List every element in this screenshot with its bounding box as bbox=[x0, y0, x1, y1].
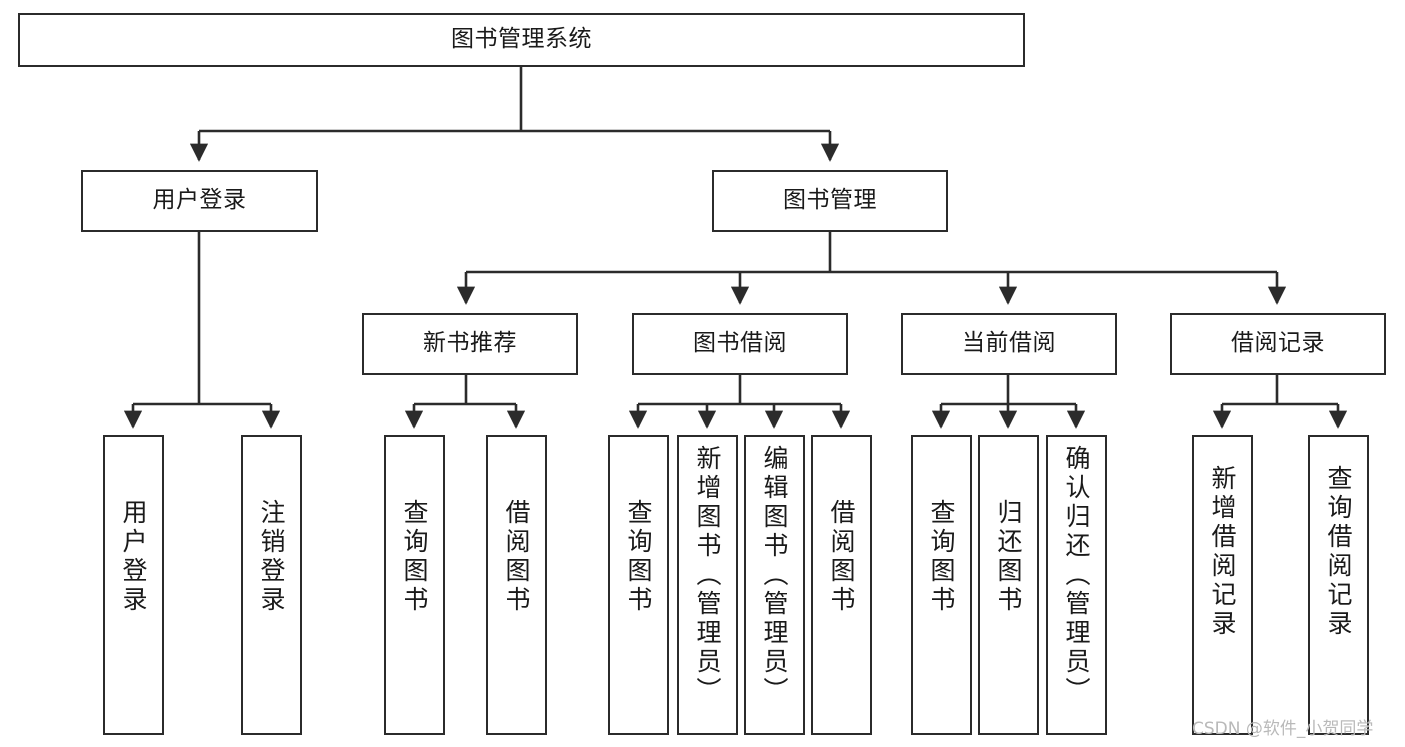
leaf-user-login-label: 用户登录 bbox=[119, 499, 148, 615]
node-root[interactable]: 图书管理系统 bbox=[18, 13, 1025, 67]
leaf-borrow-book-2-label: 借阅图书 bbox=[827, 499, 856, 615]
leaf-borrow-book-1[interactable]: 借阅图书 bbox=[486, 435, 547, 735]
node-book-management-label: 图书管理 bbox=[783, 187, 877, 214]
leaf-user-login[interactable]: 用户登录 bbox=[103, 435, 164, 735]
leaf-query-borrow-record-label: 查询借阅记录 bbox=[1324, 465, 1353, 639]
leaf-query-book-1[interactable]: 查询图书 bbox=[384, 435, 445, 735]
leaf-logout[interactable]: 注销登录 bbox=[241, 435, 302, 735]
leaf-confirm-return-admin[interactable]: 确认归还（管理员） bbox=[1046, 435, 1107, 735]
leaf-add-borrow-record[interactable]: 新增借阅记录 bbox=[1192, 435, 1253, 735]
node-borrow-record-label: 借阅记录 bbox=[1231, 330, 1325, 357]
node-new-book-recommend-label: 新书推荐 bbox=[423, 330, 517, 357]
leaf-return-book-label: 归还图书 bbox=[994, 499, 1023, 615]
node-borrow-record[interactable]: 借阅记录 bbox=[1170, 313, 1386, 375]
node-book-borrow[interactable]: 图书借阅 bbox=[632, 313, 848, 375]
watermark: CSDN @软件_小贺同学 bbox=[1192, 719, 1374, 739]
node-new-book-recommend[interactable]: 新书推荐 bbox=[362, 313, 578, 375]
leaf-add-book-admin[interactable]: 新增图书（管理员） bbox=[677, 435, 738, 735]
leaf-add-borrow-record-label: 新增借阅记录 bbox=[1208, 465, 1237, 639]
node-current-borrow-label: 当前借阅 bbox=[962, 330, 1056, 357]
node-book-borrow-label: 图书借阅 bbox=[693, 330, 787, 357]
leaf-query-book-3[interactable]: 查询图书 bbox=[911, 435, 972, 735]
leaf-add-book-admin-label: 新增图书（管理员） bbox=[693, 445, 722, 706]
leaf-edit-book-admin[interactable]: 编辑图书（管理员） bbox=[744, 435, 805, 735]
node-book-management[interactable]: 图书管理 bbox=[712, 170, 948, 232]
node-user-login[interactable]: 用户登录 bbox=[81, 170, 318, 232]
leaf-query-book-3-label: 查询图书 bbox=[927, 499, 956, 615]
node-user-login-label: 用户登录 bbox=[152, 187, 247, 214]
leaf-confirm-return-admin-label: 确认归还（管理员） bbox=[1062, 445, 1091, 706]
leaf-return-book[interactable]: 归还图书 bbox=[978, 435, 1039, 735]
leaf-query-book-2[interactable]: 查询图书 bbox=[608, 435, 669, 735]
leaf-query-book-1-label: 查询图书 bbox=[400, 499, 429, 615]
leaf-logout-label: 注销登录 bbox=[257, 499, 286, 615]
leaf-query-book-2-label: 查询图书 bbox=[624, 499, 653, 615]
leaf-edit-book-admin-label: 编辑图书（管理员） bbox=[760, 445, 789, 706]
leaf-borrow-book-1-label: 借阅图书 bbox=[502, 499, 531, 615]
leaf-query-borrow-record[interactable]: 查询借阅记录 bbox=[1308, 435, 1369, 735]
leaf-borrow-book-2[interactable]: 借阅图书 bbox=[811, 435, 872, 735]
node-current-borrow[interactable]: 当前借阅 bbox=[901, 313, 1117, 375]
node-root-label: 图书管理系统 bbox=[451, 26, 592, 53]
